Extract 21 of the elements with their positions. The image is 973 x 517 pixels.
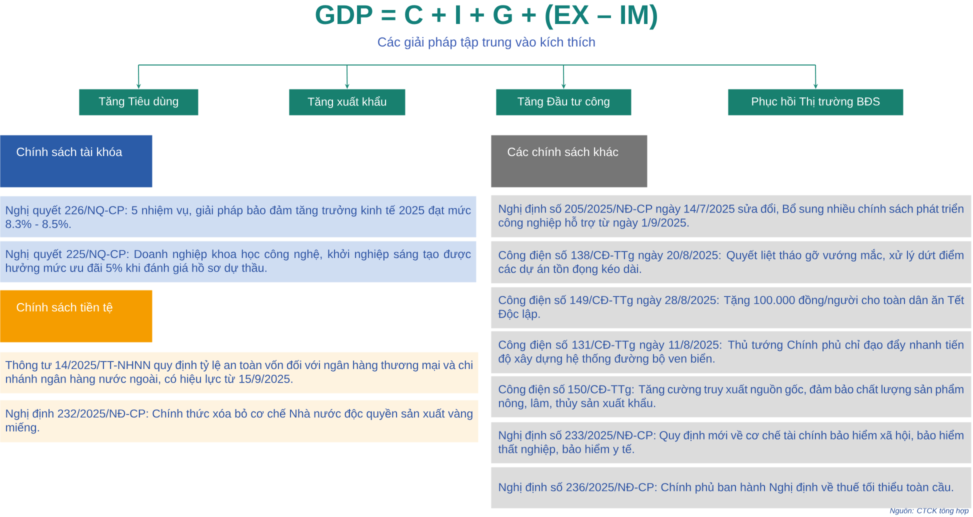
policy-box: Nghị quyết 226/NQ-CP: 5 nhiệm vụ, giải pháp bảo đảm tăng trưởng kinh tế 2025 đạt mức 8.3% - 8.5%.: [0, 196, 476, 238]
policy-box: Công điện số 150/CĐ-TTg: Tăng cường truy xuất nguồn gốc, đảm bảo chất lượng sản phẩm nông, lâm, thủy sản xuất khẩu.: [491, 376, 972, 418]
policy-box: Nghị định số 205/2025/NĐ-CP ngày 14/7/2025 sửa đổi, Bổ sung nhiều chính sách phát triển công nghiệp hỗ trợ từ ngày 1/9/2025.: [491, 195, 972, 238]
policy-box: Thông tư 14/2025/TT-NHNN quy định tỷ lệ an toàn vốn đối với ngân hàng thương mại và chi nhánh ngân hàng nước ngoài, có hiệu lực từ 15/9/2025.: [0, 352, 478, 394]
policy-box: Nghị định 232/2025/NĐ-CP: Chính thức xóa bỏ cơ chế Nhà nước độc quyền sản xuất vàng miếng.: [0, 400, 478, 442]
goal-box: Tăng Đầu tư công: [496, 89, 632, 116]
section-header: Chính sách tiền tệ: [0, 290, 152, 342]
subtitle: Các giải pháp tập trung vào kích thích: [378, 36, 595, 50]
goal-box: Phục hồi Thị trường BĐS: [728, 89, 904, 116]
section-header: Các chính sách khác: [491, 135, 648, 188]
policy-box: Công điện số 131/CĐ-TTg ngày 11/8/2025: Thủ tướng Chính phủ chỉ đạo đẩy nhanh tiến độ xây dựng hệ thống đường bộ ven biển.: [491, 331, 972, 374]
policy-box: Nghị định số 233/2025/NĐ-CP: Quy định mới về cơ chế tài chính bảo hiểm xã hội, bảo hiểm thất nghiệp, bảo hiểm y tế.: [491, 422, 972, 464]
policy-box: Nghị định số 236/2025/NĐ-CP: Chính phủ ban hành Nghị định về thuế tối thiểu toàn cầu.: [491, 467, 972, 508]
section-header: Chính sách tài khóa: [0, 135, 152, 188]
connector-line: [138, 64, 816, 66]
formula-title: GDP = C + I + G + (EX – IM): [316, 4, 657, 30]
goal-box: Tăng Tiêu dùng: [79, 89, 198, 116]
policy-box: Công điện số 138/CĐ-TTg ngày 20/8/2025: Quyết liệt tháo gỡ vướng mắc, xử lý dứt điểm các dự án tồn đọng kéo dài.: [491, 241, 972, 284]
policy-box: Nghị quyết 225/NQ-CP: Doanh nghiệp khoa học công nghệ, khởi nghiệp sáng tạo được hưởng mức ưu đãi 5% khi đánh giá hồ sơ dự thầu.: [0, 241, 476, 282]
goal-box: Tăng xuất khẩu: [289, 89, 406, 116]
policy-box: Công điện số 149/CĐ-TTg ngày 28/8/2025: Tặng 100.000 đồng/người cho toàn dân ăn Tết Độc lập.: [491, 287, 972, 328]
